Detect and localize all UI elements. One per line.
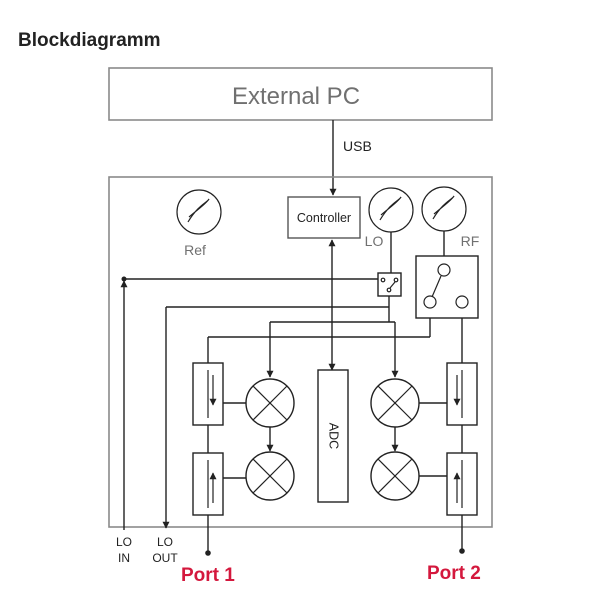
adc-label: ADC — [327, 423, 341, 449]
controller-label: Controller — [297, 211, 351, 225]
lo-in-label-top: LO — [116, 535, 132, 549]
instrument-frame — [108, 176, 493, 528]
lo-oscillator: LO — [365, 187, 414, 249]
usb-label: USB — [343, 138, 372, 154]
rf-switch — [415, 255, 479, 319]
lo-out-label-top: LO — [157, 535, 173, 549]
lo-label: LO — [365, 233, 384, 249]
rf-oscillator: RF — [421, 186, 480, 249]
page-title: Blockdiagramm — [18, 30, 161, 51]
lo-distribution — [266, 307, 399, 378]
lo-in-label-bottom: IN — [118, 551, 130, 565]
adc-block: ADC — [317, 369, 349, 503]
lo-out-label-bottom: OUT — [152, 551, 178, 565]
external-pc-block: External PC — [108, 67, 493, 121]
lo-in-line — [120, 276, 378, 530]
rf-distribution — [207, 318, 463, 363]
port2-chain — [370, 362, 478, 554]
ref-label: Ref — [184, 242, 206, 258]
port2-connector — [459, 548, 465, 554]
ref-oscillator: Ref — [176, 189, 222, 258]
lo-out-line — [162, 296, 390, 529]
port1-label: Port 1 — [181, 565, 235, 586]
port2-label: Port 2 — [427, 563, 481, 584]
lo-switch — [377, 272, 402, 297]
external-pc-label: External PC — [232, 83, 360, 110]
rf-label: RF — [461, 233, 480, 249]
port1-connector — [205, 550, 211, 556]
port1-chain — [192, 362, 295, 556]
controller-block: Controller — [287, 196, 361, 239]
usb-link: USB — [329, 120, 372, 196]
